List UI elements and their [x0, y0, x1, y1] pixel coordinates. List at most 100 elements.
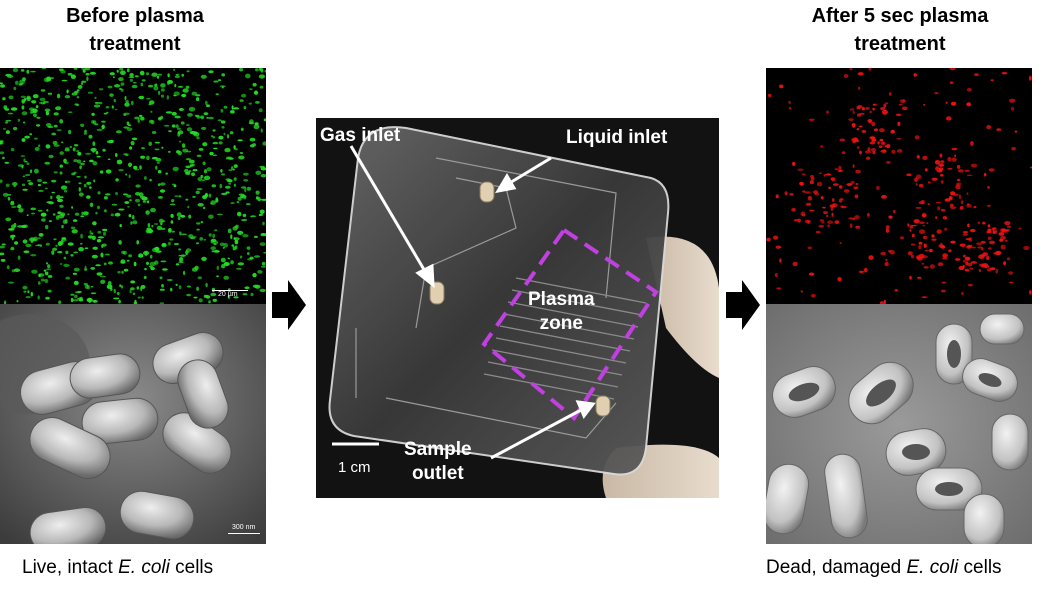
fluorescent-cell-speck — [966, 203, 970, 206]
fluorescent-cell-speck — [107, 158, 111, 161]
fluorescent-cell-speck — [181, 93, 187, 98]
fluorescent-cell-speck — [95, 264, 101, 267]
fluorescent-cell-speck — [99, 88, 104, 91]
fluorescent-cell-speck — [66, 89, 69, 94]
fluorescent-cell-speck — [69, 145, 73, 149]
fluorescent-cell-speck — [64, 95, 71, 99]
fluorescent-cell-speck — [964, 169, 970, 172]
fluorescent-cell-speck — [83, 211, 89, 216]
fluorescent-cell-speck — [111, 203, 118, 206]
fluorescent-cell-speck — [57, 198, 63, 203]
fluorescent-cell-speck — [907, 251, 913, 256]
fluorescent-cell-speck — [178, 248, 182, 251]
fluorescent-cell-speck — [107, 282, 112, 286]
fluorescent-cell-speck — [31, 269, 38, 274]
fluorescent-cell-speck — [7, 196, 11, 201]
fluorescent-cell-speck — [855, 137, 858, 141]
sample-outlet-line1: Sample — [404, 439, 472, 460]
fluorescent-cell-speck — [259, 242, 266, 247]
fluorescent-cell-speck — [172, 166, 179, 172]
fluorescent-cell-speck — [977, 221, 980, 225]
liquid-inlet-label: Liquid inlet — [566, 127, 668, 148]
fluorescent-cell-speck — [201, 179, 206, 181]
fluorescent-cell-speck — [61, 238, 67, 242]
fluorescent-cell-speck — [855, 225, 861, 229]
fluorescent-cell-speck — [120, 70, 126, 75]
fluorescent-cell-speck — [24, 174, 31, 176]
fluorescent-cell-speck — [116, 292, 120, 295]
fluorescent-cell-speck — [229, 131, 234, 135]
fluorescent-cell-speck — [61, 224, 64, 229]
fluorescent-cell-speck — [92, 300, 98, 303]
fluorescent-cell-speck — [0, 151, 5, 155]
fluorescent-cell-speck — [116, 69, 119, 73]
fluorescent-cell-speck — [888, 92, 892, 96]
fluorescent-cell-speck — [211, 287, 215, 293]
fluorescent-cell-speck — [973, 206, 977, 209]
fluorescent-cell-speck — [956, 164, 961, 169]
fluorescent-cell-speck — [987, 236, 992, 240]
fluorescent-cell-speck — [13, 86, 17, 91]
fluorescent-cell-speck — [87, 91, 93, 94]
fluorescent-cell-speck — [234, 239, 239, 245]
fluorescent-cell-speck — [45, 242, 50, 246]
fluorescent-cell-speck — [25, 296, 31, 299]
fluorescent-cell-speck — [140, 82, 144, 87]
fluorescent-cell-speck — [146, 155, 150, 161]
fluorescent-cell-speck — [820, 145, 824, 148]
fluorescent-cell-speck — [239, 68, 243, 72]
fluorescent-cell-speck — [139, 70, 145, 76]
fluorescent-cell-speck — [113, 288, 116, 294]
fluorescent-cell-speck — [137, 296, 141, 299]
fluorescent-cell-speck — [223, 275, 229, 280]
fluorescent-cell-speck — [946, 116, 952, 121]
fluorescent-cell-speck — [213, 147, 218, 150]
fluorescent-cell-speck — [263, 118, 266, 122]
fluorescent-cell-speck — [148, 265, 153, 268]
fluorescent-cell-speck — [188, 214, 192, 219]
fluorescent-cell-speck — [248, 102, 252, 105]
fluorescent-cell-speck — [74, 90, 79, 94]
fluorescent-cell-speck — [237, 211, 242, 217]
fluorescent-cell-speck — [173, 91, 180, 96]
fluorescent-cell-speck — [73, 251, 79, 254]
fluorescent-cell-speck — [22, 239, 28, 244]
fluorescent-cell-speck — [4, 300, 7, 304]
fluorescent-cell-speck — [901, 106, 908, 111]
fluorescent-cell-speck — [81, 211, 84, 216]
fluorescent-cell-speck — [959, 243, 966, 247]
fluorescent-cell-speck — [6, 265, 10, 270]
fluorescent-cell-speck — [78, 187, 82, 192]
fluorescent-cell-speck — [784, 191, 788, 196]
fluorescent-cell-speck — [253, 235, 258, 239]
fluorescent-cell-speck — [938, 244, 945, 248]
fluorescent-cell-speck — [225, 191, 230, 194]
fluorescent-cell-speck — [192, 196, 196, 198]
fluorescent-cell-speck — [775, 245, 781, 249]
fluorescent-cell-speck — [175, 283, 178, 286]
fluorescent-cell-speck — [242, 213, 247, 217]
fluorescent-cell-speck — [175, 263, 180, 266]
fluorescent-cell-speck — [52, 247, 58, 251]
fluorescent-cell-speck — [48, 274, 53, 277]
fluorescent-cell-speck — [258, 108, 263, 113]
fluorescent-cell-speck — [980, 241, 986, 244]
fluorescent-cell-speck — [67, 242, 74, 246]
fluorescent-cell-speck — [100, 279, 106, 284]
fluorescent-cell-speck — [879, 128, 885, 133]
fluorescent-cell-speck — [259, 209, 265, 214]
fluorescent-cell-speck — [91, 120, 95, 124]
fluorescent-cell-speck — [122, 193, 128, 196]
fluorescent-cell-speck — [834, 220, 840, 225]
fluorescent-cell-speck — [25, 160, 28, 163]
fluorescent-cell-speck — [254, 255, 260, 258]
fluorescent-cell-speck — [5, 119, 12, 122]
fluorescent-cell-speck — [883, 299, 886, 304]
before-title-line1: Before plasma — [66, 5, 204, 27]
fluorescent-cell-speck — [117, 270, 121, 274]
fluorescent-cell-speck — [245, 203, 251, 205]
fluorescent-cell-speck — [118, 77, 124, 82]
fluorescent-cell-speck — [37, 209, 43, 212]
fluorescent-cell-speck — [183, 270, 186, 276]
fluorescent-cell-speck — [30, 108, 37, 114]
